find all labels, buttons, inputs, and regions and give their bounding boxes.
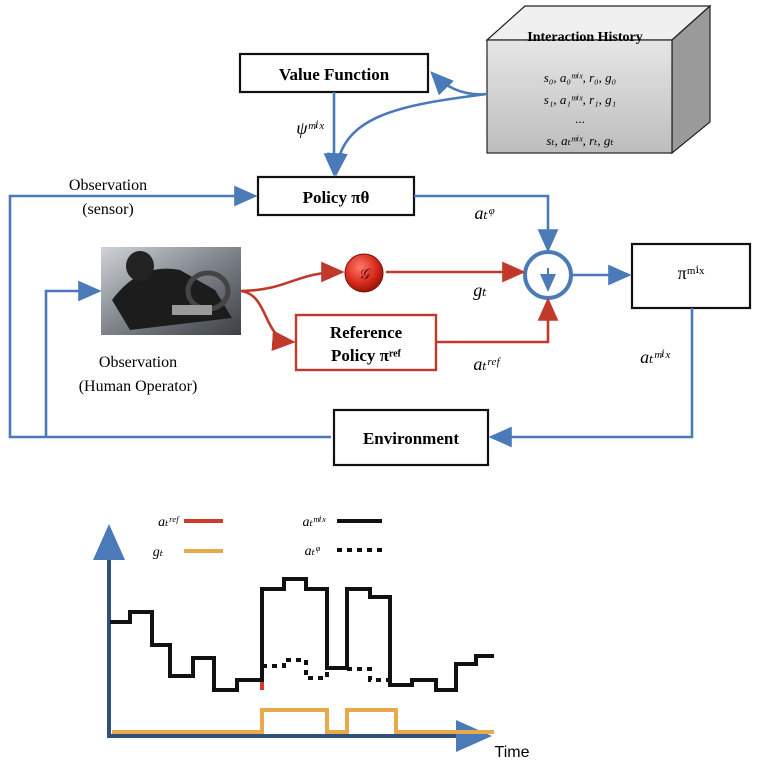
a-theta-label: aₜᵠ — [475, 203, 495, 223]
policy-action-arrow — [414, 194, 559, 253]
history-row-1: s₁, a₁ᵐⁱˣ, r₁, g₁ — [544, 92, 616, 107]
g-t-label: gₜ — [473, 280, 487, 300]
environment-box — [332, 408, 490, 467]
legend-label-a-theta: aₜᵠ — [305, 544, 320, 559]
a-mix-label: aₜᵐⁱˣ — [640, 347, 671, 367]
human-operator-photo — [101, 247, 241, 335]
observation-sensor-line1: Observation — [69, 177, 147, 194]
gate-ball — [344, 253, 384, 293]
pimix-to-environment-arrow — [488, 308, 694, 448]
x-axis-label: Time — [495, 744, 530, 761]
legend-label-g-t: gₜ — [153, 545, 164, 560]
series-a-mix — [110, 577, 494, 692]
observation-human-line1: Observation — [99, 354, 177, 371]
a-ref-label: aₜʳᵉᶠ — [473, 354, 501, 374]
interaction-history-cube — [485, 4, 712, 155]
pi-mix-label: πᵐⁱˣ — [678, 263, 706, 283]
gate-symbol: 𝒢 — [359, 267, 372, 283]
observation-human-line2: (Human Operator) — [79, 378, 198, 395]
policy-label: Policy πθ — [303, 188, 370, 207]
reference-policy-line1: Reference — [330, 323, 403, 342]
environment-label: Environment — [363, 429, 459, 448]
series-g-t — [112, 708, 494, 734]
legend-label-a-ref: aₜʳᵉᶠ — [158, 515, 180, 530]
history-title: Interaction History — [527, 30, 642, 45]
series-a-theta — [262, 658, 390, 682]
history-dots: ... — [575, 111, 585, 126]
time-chart — [93, 519, 494, 752]
psi-mix-label: ψᵐⁱˣ — [296, 118, 324, 138]
pi-mix-box — [630, 242, 752, 310]
sensor-observation-arrow — [8, 185, 331, 439]
history-row-t: sₜ, aₜᵐⁱˣ, rₜ, gₜ — [546, 133, 614, 148]
human-observation-arrow — [44, 280, 102, 437]
legend-label-a-mix: aₜᵐⁱˣ — [302, 515, 326, 530]
red-gating-arrows — [240, 261, 559, 352]
reference-policy-line2: Policy πʳᵉᶠ — [331, 346, 402, 365]
series-a-ref-2 — [345, 587, 390, 668]
observation-sensor-line2: (sensor) — [82, 201, 134, 218]
series-a-ref — [260, 577, 329, 690]
history-row-0: s₀, a₀ᵐⁱˣ, r₀, g₀ — [544, 70, 616, 85]
value-function-label: Value Function — [279, 65, 390, 84]
